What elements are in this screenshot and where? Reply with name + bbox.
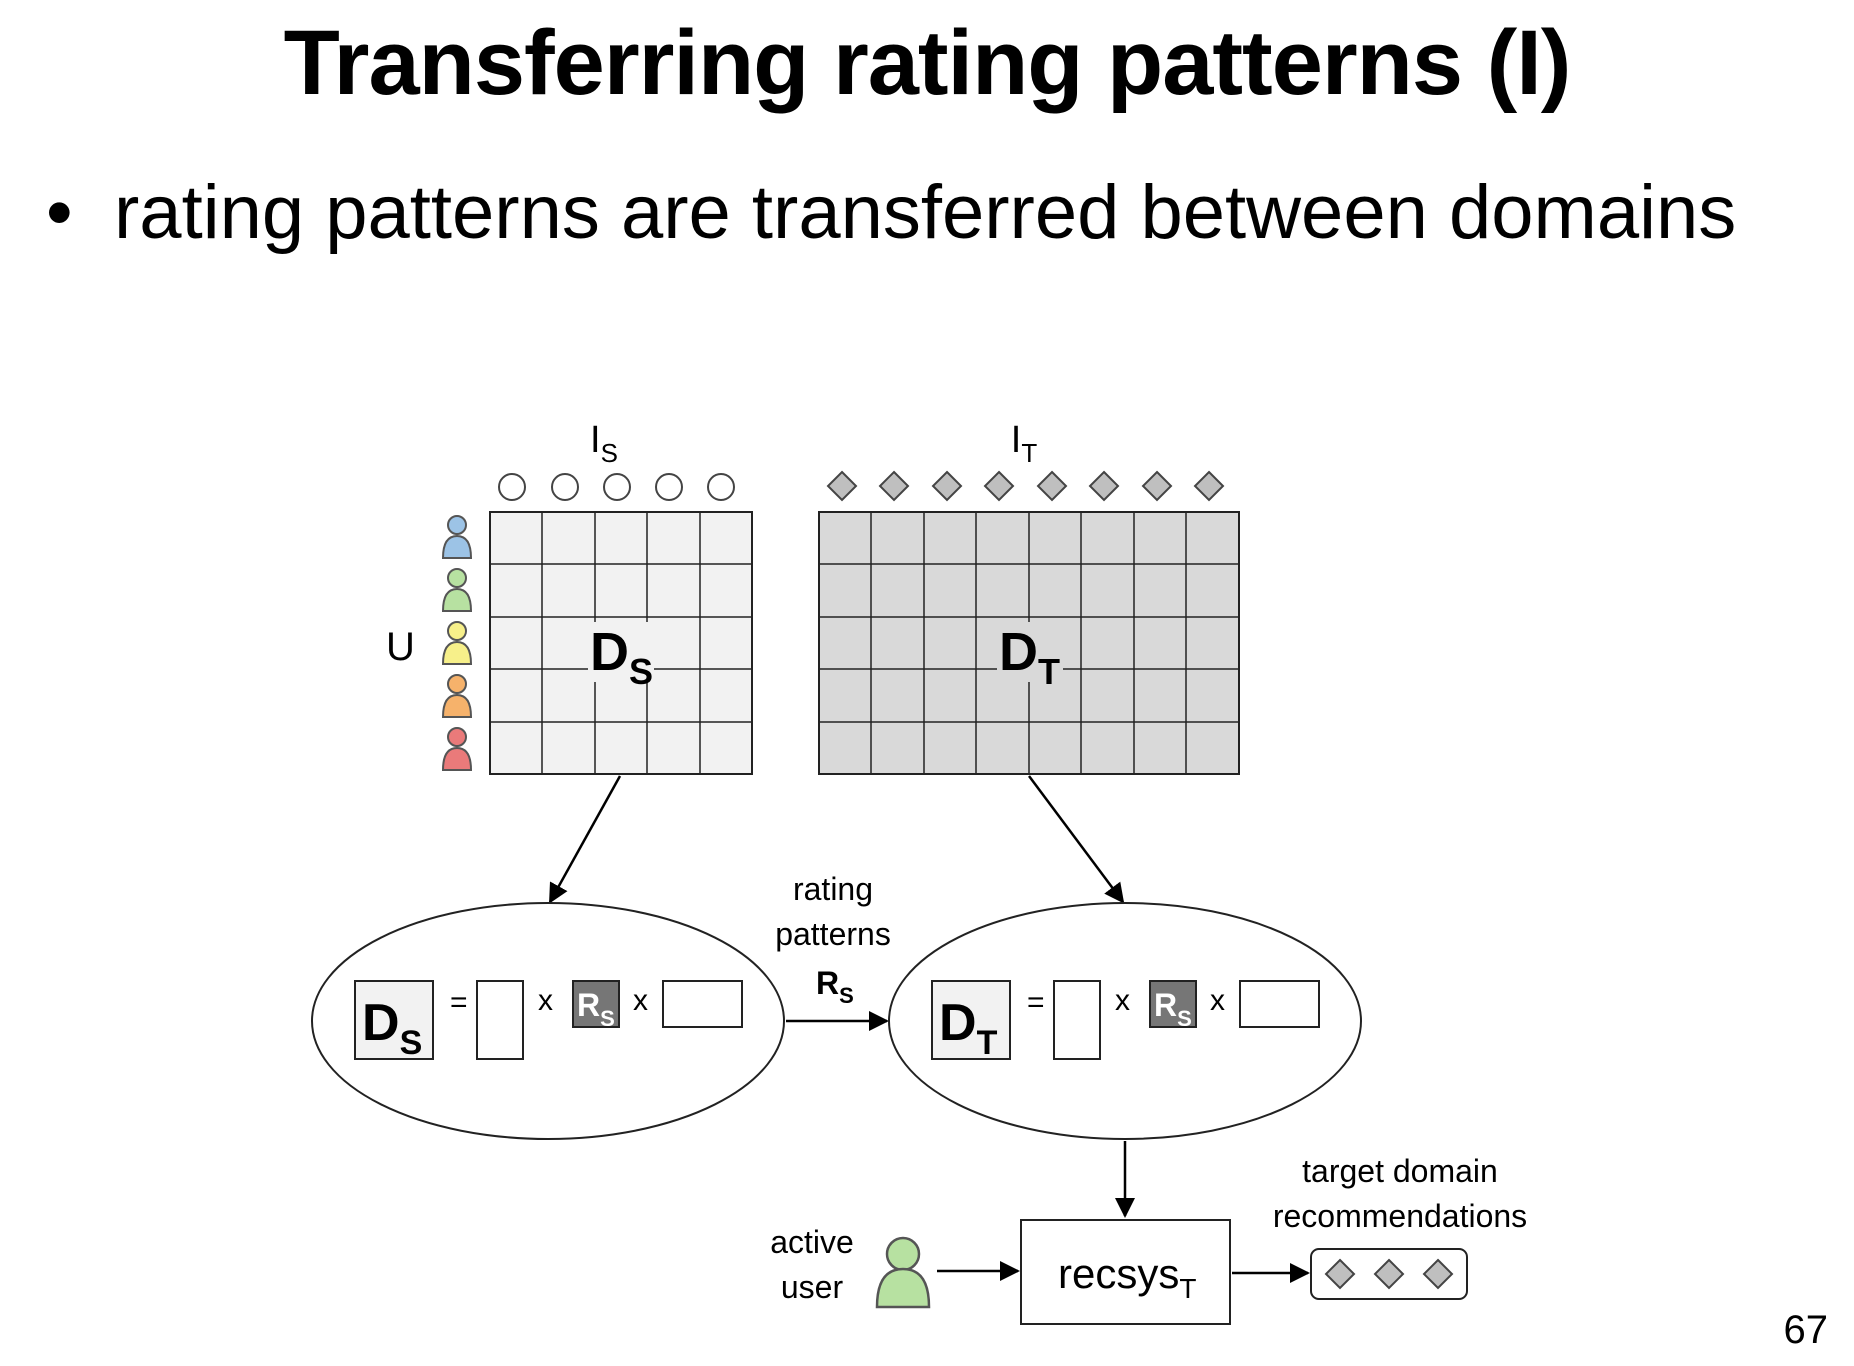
diamond-item-icon [1422,1258,1454,1290]
circle-item-icon [551,473,579,501]
diamond-item-icon [878,470,910,502]
user-icon [441,515,473,559]
bullet-text: rating patterns are transferred between … [114,170,1737,255]
dt-label: DT [939,994,998,1062]
target-factorization: DT = x RS x [888,902,1362,1140]
users-label: U [386,625,415,669]
active-user-icon [875,1236,931,1309]
target-arrow [1027,775,1125,904]
diamond-item-icon [1141,470,1173,502]
circle-item-icon [655,473,683,501]
circle-item-icon [707,473,735,501]
diamond-item-icon [1373,1258,1405,1290]
circle-item-icon [603,473,631,501]
rs-label: RS [1154,987,1192,1031]
rating-patterns-label: rating [793,871,873,907]
bullet-dot-icon: • [46,170,73,255]
source-factorization: DS = x RS x [311,902,785,1140]
matrix-target-label: DT [999,622,1060,692]
diamond-item-icon [983,470,1015,502]
recsys-box: recsysT [1020,1219,1231,1325]
rating-patterns-label-2: patterns [775,916,891,952]
target-recs-label: target domain [1302,1153,1498,1189]
ds-label: DS [362,994,422,1062]
diamond-item-icon [1324,1258,1356,1290]
source-arrow [548,775,622,904]
recsys-label: recsysT [1058,1250,1196,1304]
active-user-label-2: user [781,1269,844,1305]
user-icon [441,727,473,771]
user-icon [441,674,473,718]
recommendations-box [1310,1248,1468,1300]
bullet-point: • rating patterns are transferred between… [46,168,1846,258]
equals-sign: = [450,986,468,1019]
diamond-item-icon [1036,470,1068,502]
times-sign: x [1210,984,1225,1017]
matrix-source-label: DS [590,622,653,692]
target-items-row [826,470,1225,502]
diamond-item-icon [1088,470,1120,502]
equals-sign: = [1027,986,1045,1019]
rs-transfer-label: RS [816,965,854,1008]
rs-label: RS [577,987,615,1031]
items-source-label: IS [590,419,618,468]
active-user-label: active [770,1224,854,1260]
diamond-item-icon [826,470,858,502]
page-number: 67 [1783,1308,1829,1352]
items-target-label: IT [1011,419,1038,468]
user-icon [441,568,473,612]
user-icon [441,621,473,665]
source-rating-matrix: DS [489,511,753,775]
diamond-item-icon [931,470,963,502]
target-rating-matrix: DT [818,511,1240,775]
diamond-item-icon [1193,470,1225,502]
source-items-row [498,473,735,501]
times-sign: x [1115,984,1130,1017]
times-sign: x [633,984,648,1017]
target-recs-label-2: recommendations [1273,1198,1527,1234]
times-sign: x [538,984,553,1017]
slide-title: Transferring rating patterns (I) [283,12,1572,114]
circle-item-icon [498,473,526,501]
users-column [441,515,473,771]
